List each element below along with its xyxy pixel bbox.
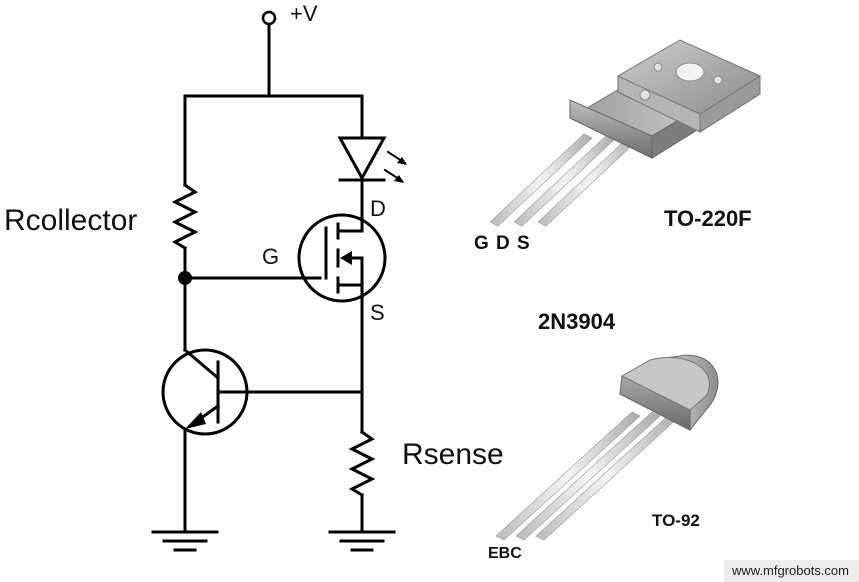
mosfet-symbol xyxy=(297,213,387,303)
rsense-resistor xyxy=(348,429,376,498)
to92-pin-labels: EBC xyxy=(488,545,522,562)
rsense-label: Rsense xyxy=(402,438,504,471)
transistor-part-number: 2N3904 xyxy=(538,309,616,334)
to220f-package-image xyxy=(489,39,762,227)
supply-label: +V xyxy=(290,1,318,26)
to92-package-image xyxy=(495,354,719,541)
drain-label: D xyxy=(370,196,386,221)
bjt-emitter-arrow-icon xyxy=(185,412,206,429)
led-icon xyxy=(337,136,387,182)
ground-right-icon xyxy=(328,530,396,552)
rcollector-label: Rcollector xyxy=(4,204,138,237)
to220-package-name: TO-220F xyxy=(664,206,752,231)
gate-label: G xyxy=(262,244,280,269)
ground-left-icon xyxy=(151,530,219,552)
supply-terminal xyxy=(261,10,277,26)
watermark: www.mfgrobots.com xyxy=(731,563,849,578)
led-emission-icon xyxy=(383,150,407,183)
to220-pin-labels: G D S xyxy=(474,233,530,254)
mosfet-arrow-icon xyxy=(340,251,352,265)
source-label: S xyxy=(370,300,385,325)
to92-package-name: TO-92 xyxy=(652,511,700,530)
rcollector-resistor xyxy=(171,182,199,251)
